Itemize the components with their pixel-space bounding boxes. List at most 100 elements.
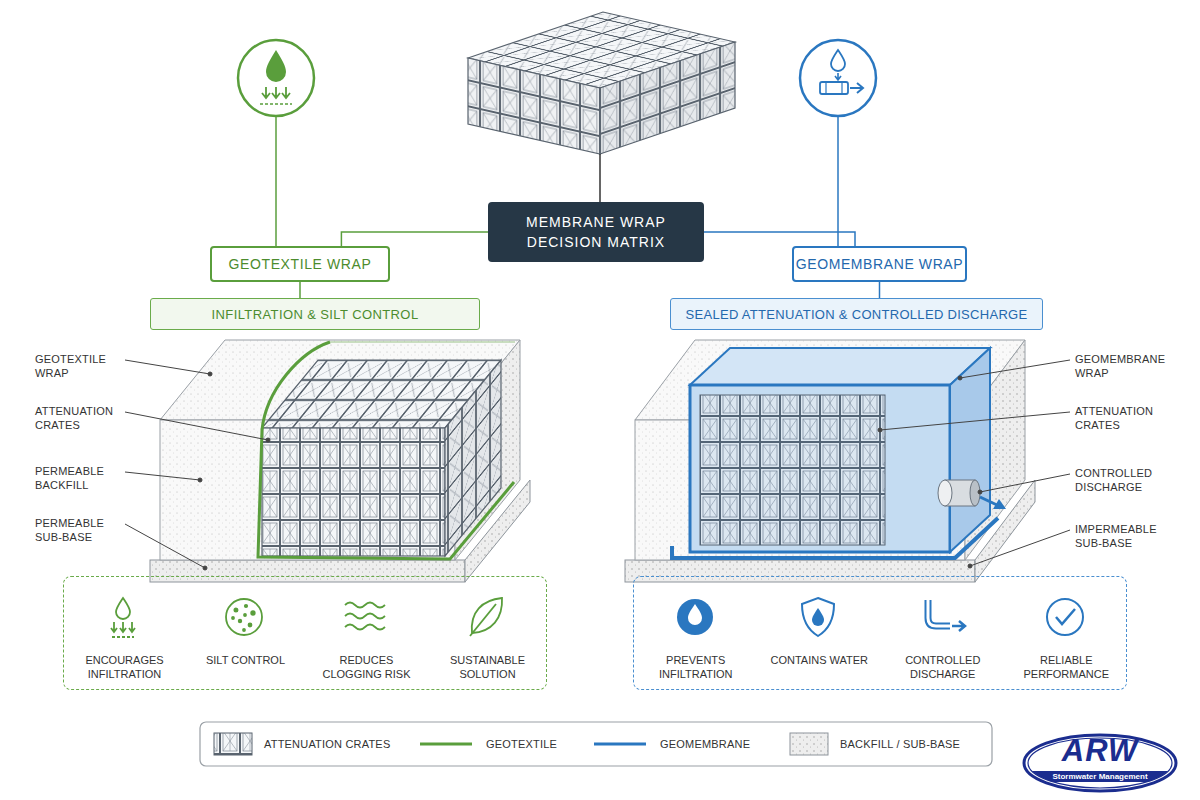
connector-line bbox=[299, 282, 301, 298]
benefit-icon bbox=[245, 605, 247, 607]
legend-text: BACKFILL / SUB-BASE bbox=[840, 737, 960, 751]
part-label: IMPERMEABLE SUB-BASE bbox=[1075, 522, 1185, 550]
benefit-icon bbox=[244, 614, 246, 616]
benefit-text: SUSTAINABLE SOLUTION bbox=[437, 653, 538, 681]
node-text: SEALED ATTENUATION & CONTROLLED DISCHARG… bbox=[686, 307, 1028, 322]
leader-line bbox=[208, 372, 212, 376]
crate-block bbox=[600, 42, 735, 154]
benefit-icon bbox=[239, 620, 242, 623]
benefit-text: SILT CONTROL bbox=[195, 653, 296, 667]
option-box: GEOTEXTILE WRAP bbox=[210, 246, 390, 282]
benefit-text: PREVENTS INFILTRATION bbox=[644, 653, 748, 681]
part-label: ATTENUATION CRATES bbox=[35, 404, 127, 432]
node-text: INFILTRATION & SILT CONTROL bbox=[211, 307, 418, 322]
part-label: CONTROLLED DISCHARGE bbox=[1075, 466, 1185, 494]
legend-text: GEOTEXTILE bbox=[486, 737, 557, 751]
legend-frame bbox=[790, 733, 828, 755]
leader-line bbox=[125, 472, 200, 480]
benefit-icon bbox=[1047, 599, 1083, 635]
benefit-icon bbox=[243, 629, 245, 631]
logo-badge: ARW Stormwater Management bbox=[1022, 733, 1178, 793]
leader-line bbox=[880, 412, 1070, 430]
option-box: GEOMEMBRANE WRAP bbox=[792, 246, 967, 282]
node-text: MEMBRANE WRAP DECISION MATRIX bbox=[502, 212, 690, 252]
leader-line bbox=[125, 360, 210, 374]
benefit-icon bbox=[345, 614, 385, 619]
geotextile-illustration bbox=[258, 342, 514, 559]
benefit-text: REDUCES CLOGGING RISK bbox=[316, 653, 417, 681]
geotextile-illustration bbox=[330, 341, 515, 342]
logo-mark: ARW bbox=[1022, 734, 1178, 768]
benefit-icon bbox=[234, 608, 237, 611]
benefit-icon bbox=[928, 600, 950, 626]
geomembrane-illustration bbox=[700, 395, 885, 545]
leader-line bbox=[203, 566, 207, 570]
discharge-icon bbox=[820, 82, 848, 94]
benefit-text: RELIABLE PERFORMANCE bbox=[1015, 653, 1119, 681]
geomembrane-illustration bbox=[690, 385, 950, 552]
part-label: GEOMEMBRANE WRAP bbox=[1075, 352, 1185, 380]
part-label: GEOTEXTILE WRAP bbox=[35, 352, 127, 380]
discharge-icon bbox=[850, 83, 863, 93]
benefit-icon bbox=[249, 624, 252, 627]
benefit-icon bbox=[111, 598, 502, 637]
benefit-icon bbox=[345, 625, 385, 630]
legend-frame bbox=[594, 743, 646, 746]
leader-line bbox=[198, 478, 202, 482]
discharge-icon bbox=[835, 73, 841, 80]
geotextile-illustration bbox=[160, 420, 455, 560]
benefit-icon bbox=[802, 598, 834, 636]
leader-line bbox=[980, 474, 1070, 492]
benefit-icon bbox=[470, 604, 496, 636]
infiltration-icon bbox=[238, 40, 314, 246]
benefit-icon bbox=[232, 617, 234, 619]
benefit-text: ENCOURAGES INFILTRATION bbox=[74, 653, 175, 681]
benefit-icon bbox=[251, 611, 255, 615]
logo-tagline: Stormwater Management bbox=[1022, 771, 1178, 782]
geomembrane-illustration bbox=[690, 348, 990, 385]
infiltration-icon bbox=[275, 116, 277, 246]
leader-line bbox=[958, 376, 962, 380]
benefit-icon bbox=[812, 608, 824, 626]
geomembrane-illustration bbox=[950, 348, 990, 552]
leader-line bbox=[968, 564, 972, 568]
discharge-icon bbox=[841, 82, 842, 94]
infiltration-icon bbox=[262, 87, 290, 98]
benefit-panel: PREVENTS INFILTRATIONCONTAINS WATERCONTR… bbox=[633, 576, 1127, 690]
geomembrane-illustration bbox=[938, 480, 952, 506]
legend-frame bbox=[214, 733, 252, 755]
leader-line bbox=[878, 428, 882, 432]
geomembrane-illustration bbox=[625, 560, 975, 582]
connector-line bbox=[341, 232, 488, 246]
leader-line bbox=[125, 524, 205, 568]
purpose-band: INFILTRATION & SILT CONTROL bbox=[150, 298, 480, 330]
node-text: GEOTEXTILE WRAP bbox=[229, 256, 372, 272]
benefit-icon bbox=[345, 603, 385, 608]
part-label: ATTENUATION CRATES bbox=[1075, 404, 1185, 432]
discharge-icon bbox=[837, 116, 839, 246]
geomembrane-illustration bbox=[672, 518, 998, 558]
leader-line bbox=[970, 530, 1070, 566]
benefit-icon bbox=[677, 599, 713, 635]
benefit-icon bbox=[112, 636, 134, 638]
node-text: GEOMEMBRANE WRAP bbox=[796, 256, 964, 272]
infiltration-icon bbox=[260, 103, 292, 105]
discharge-icon bbox=[800, 40, 876, 246]
infiltration-icon bbox=[266, 50, 286, 82]
part-label: PERMEABLE BACKFILL bbox=[35, 464, 127, 492]
crate-block bbox=[599, 154, 601, 202]
benefit-icon bbox=[677, 598, 1083, 636]
discharge-icon bbox=[825, 82, 826, 94]
legend-text: ATTENUATION CRATES bbox=[264, 737, 390, 751]
discharge-icon bbox=[800, 40, 876, 116]
leader-line bbox=[960, 360, 1070, 378]
geotextile-illustration bbox=[445, 360, 501, 556]
logo-band bbox=[1022, 771, 1178, 782]
benefit-icon bbox=[1056, 609, 1075, 624]
geomembrane-illustration bbox=[625, 340, 1035, 582]
benefit-text: CONTAINS WATER bbox=[768, 653, 872, 667]
infiltration-icon bbox=[238, 40, 314, 116]
